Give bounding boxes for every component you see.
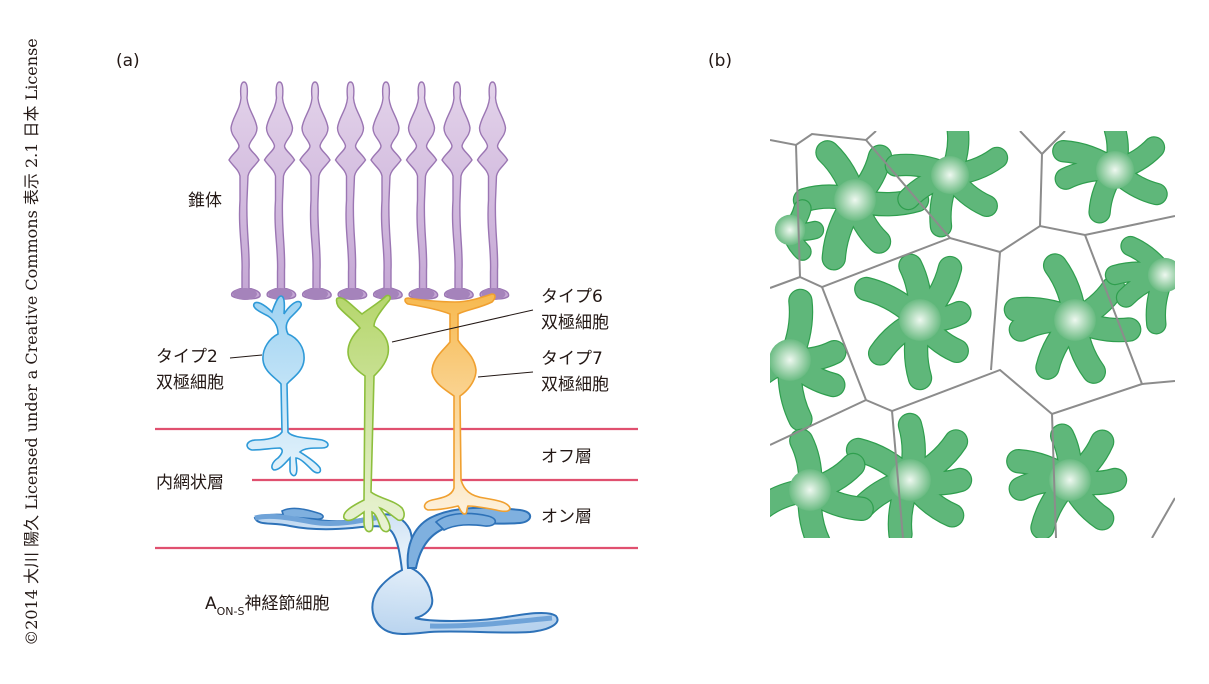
cone-body [299, 81, 332, 300]
amacrine-cell [1003, 253, 1142, 384]
panel-a-retina-diagram: 錐体 タイプ2 双極細胞 タイプ6 双極細胞 タイプ7 双極細胞 内網状層 オフ… [155, 81, 638, 635]
amacrine-cell-soma [1049, 459, 1091, 501]
panel-b-label: (b) [708, 51, 732, 71]
cone-cell [441, 81, 474, 300]
mosaic-border [999, 215, 1175, 253]
cone-cell [228, 81, 261, 300]
amacrine-cell [770, 288, 847, 432]
type2-bipolar-cell [246, 295, 329, 477]
amacrine-cell-soma [889, 459, 931, 501]
mosaic-border [770, 399, 867, 446]
cone-body [263, 81, 297, 300]
type7-label-line2: 双極細胞 [541, 375, 609, 395]
type6-leader-line [391, 309, 534, 343]
cone-cell [476, 81, 510, 300]
cone-pedicle [375, 288, 399, 300]
ganglion-label-prefix: A [205, 594, 217, 614]
mosaic-border [1051, 413, 1057, 538]
cone-body [228, 81, 261, 300]
type6-label-line1: タイプ6 [541, 287, 603, 307]
cones-label: 錐体 [188, 191, 222, 211]
amacrine-cell-soma [789, 469, 831, 511]
cone-cell [334, 81, 368, 300]
type6-label-line2: 双極細胞 [541, 313, 609, 333]
cone-body [441, 81, 474, 300]
amacrine-cell-soma [1147, 257, 1175, 293]
amacrine-cell-arms [794, 141, 928, 270]
type2-label-line2: 双極細胞 [156, 373, 224, 393]
amacrine-cell-soma [1096, 151, 1134, 189]
cone-cells [228, 81, 510, 300]
panel-a-label: (a) [116, 51, 140, 71]
ipl-label: 内網状層 [156, 473, 224, 493]
amacrine-cell [770, 428, 874, 538]
aon-s-ganglion-cell [253, 506, 559, 635]
type7-bipolar-cell [404, 293, 511, 515]
mosaic-border [1151, 497, 1175, 538]
amacrine-cell-soma [770, 339, 811, 381]
mosaic-border [865, 139, 951, 239]
mosaic-cells [770, 131, 1175, 538]
license-credit: ©2014 大川 陽久 Licensed under a Creative Co… [22, 38, 41, 646]
type7-leader-line [477, 371, 534, 378]
amacrine-cell-arms [1106, 237, 1174, 334]
type2-leader-line [229, 354, 263, 359]
mosaic-border [1084, 234, 1143, 385]
type2-label-line1: タイプ2 [156, 347, 218, 367]
mosaic-borders [770, 131, 1175, 538]
amacrine-cell [854, 253, 972, 391]
cone-cell [299, 81, 332, 300]
ganglion-label-suffix: 神経節細胞 [244, 594, 329, 614]
mosaic-border [891, 410, 904, 538]
amacrine-cell-soma [899, 299, 941, 341]
cone-pedicle [233, 288, 257, 300]
amacrine-cell [1006, 423, 1128, 538]
panel-b-amacrine-mosaic [770, 131, 1175, 538]
cone-pedicle [304, 288, 328, 300]
amacrine-cell-arms [847, 414, 971, 538]
amacrine-cell [1104, 235, 1175, 335]
cone-cell [263, 81, 297, 300]
cone-pedicle [339, 288, 364, 300]
on-layer-label: オン層 [541, 507, 592, 527]
type7-label-line1: タイプ7 [541, 349, 603, 369]
amacrine-cell-soma [774, 214, 806, 246]
amacrine-cell [1052, 131, 1168, 224]
mosaic-border [770, 131, 877, 147]
amacrine-cell-arms [1004, 254, 1141, 383]
cone-pedicle [268, 288, 293, 300]
cone-body [334, 81, 368, 300]
cone-body [370, 81, 403, 300]
amacrine-cell-soma [1054, 299, 1096, 341]
amacrine-cell-arms [1007, 424, 1126, 538]
mosaic-border [1041, 131, 1066, 155]
amacrine-cell [792, 140, 930, 271]
mosaic-border [770, 276, 801, 289]
amacrine-cell-arms [770, 429, 873, 538]
amacrine-cell [884, 131, 1009, 238]
amacrine-cell-soma [834, 179, 876, 221]
cone-pedicle [446, 288, 470, 300]
cone-cell [370, 81, 403, 300]
type6-bipolar-cell [335, 294, 405, 533]
amacrine-cell-soma [931, 156, 969, 194]
cone-pedicle [410, 288, 435, 300]
ganglion-label-subscript: ON-S [217, 605, 245, 618]
off-layer-label: オフ層 [541, 447, 592, 467]
mosaic-border [990, 251, 1001, 371]
cone-body [405, 81, 439, 300]
amacrine-cell-arms [885, 131, 1007, 237]
ganglion-label: AON-S神経節細胞 [205, 594, 329, 618]
amacrine-cell-arms [770, 289, 846, 431]
amacrine-cell-arms [1053, 131, 1167, 223]
cone-cell [405, 81, 439, 300]
cone-body [476, 81, 510, 300]
